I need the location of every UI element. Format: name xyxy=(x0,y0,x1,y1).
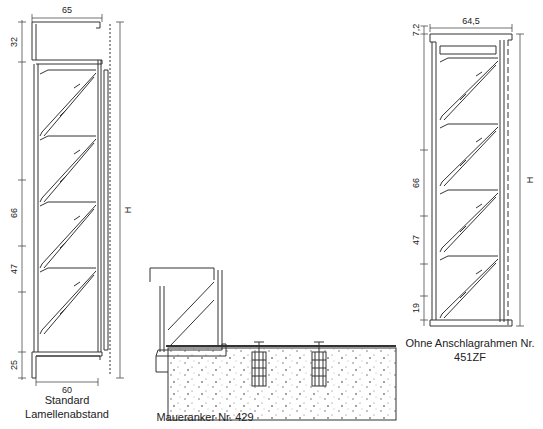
dimension-label: 64,5 xyxy=(461,17,481,26)
caption: Ohne Anschlagrahmen Nr. 451ZF xyxy=(405,337,535,365)
dimension-label: 25 xyxy=(10,359,19,371)
dimension-label: H xyxy=(124,206,133,215)
louvre-slats xyxy=(40,70,96,334)
dimension-label: 66 xyxy=(412,177,421,189)
louvre-slats xyxy=(440,58,498,318)
dimension-label: 65 xyxy=(61,6,73,15)
caption: Maueranker Nr. 429 xyxy=(135,411,275,425)
frameless-profile xyxy=(430,34,512,326)
dimension-label: 66 xyxy=(10,207,19,219)
louvre-slat xyxy=(40,136,96,202)
louvre-slat xyxy=(440,58,498,120)
louvre-slat xyxy=(40,268,96,334)
louvre-slat xyxy=(40,70,96,136)
dimension-label: 19 xyxy=(412,302,421,314)
wall-anchor-detail xyxy=(150,268,396,420)
dimension-label: H xyxy=(526,176,535,185)
standard-frame xyxy=(32,22,110,378)
caption: Standard Lamellenabstand xyxy=(12,394,122,422)
louvre-slat xyxy=(40,202,96,268)
louvre-slat xyxy=(440,124,498,186)
dimension-label: 32 xyxy=(10,36,19,48)
dimension-label: 47 xyxy=(10,263,19,275)
louvre-slat xyxy=(440,256,498,318)
dimension-label: 60 xyxy=(61,386,73,395)
dimension-label: 7,2 xyxy=(412,23,421,38)
dimension-lines xyxy=(18,14,124,386)
dimension-label: 47 xyxy=(412,234,421,246)
louvre-slat xyxy=(440,190,498,252)
dimension-lines xyxy=(420,24,524,326)
